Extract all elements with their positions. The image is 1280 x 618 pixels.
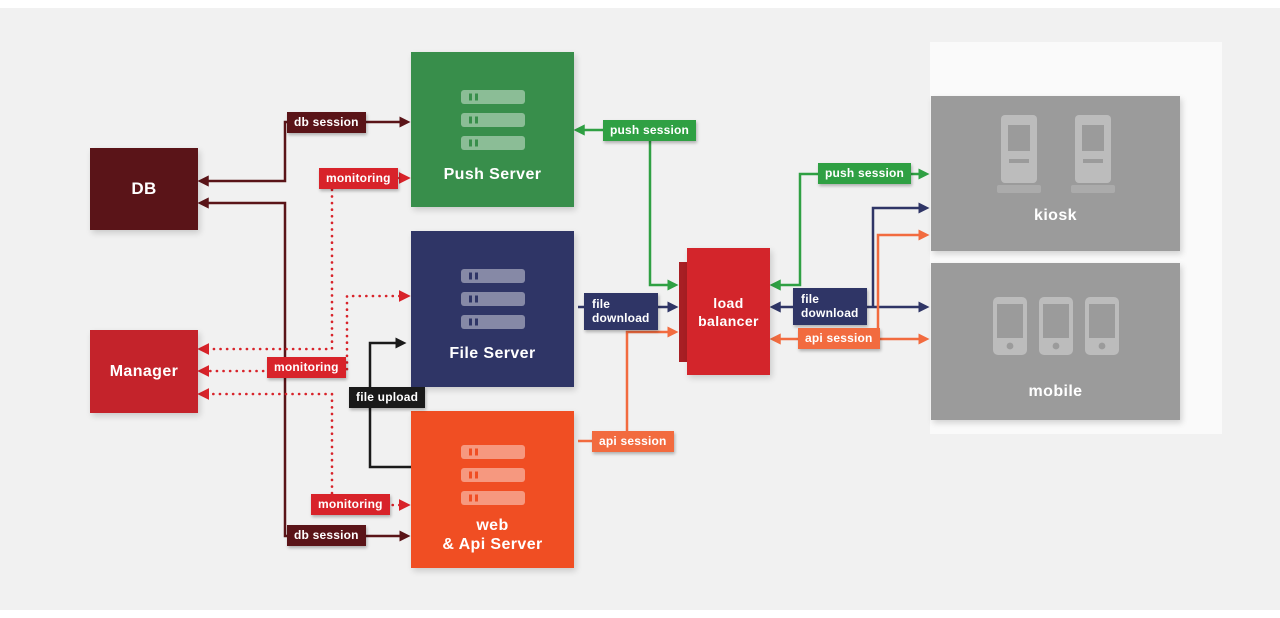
edge-label-file-download-right: file download [793, 288, 867, 325]
kiosk-machine-icon [996, 115, 1041, 193]
edge-api-session-left-line [578, 326, 679, 443]
edge-label-api-session-left: api session [592, 431, 674, 452]
edge-push-session-right-line [769, 168, 930, 291]
edge-label-api-session-right: api session [798, 328, 880, 349]
node-web-api-server: web & Api Server [411, 411, 574, 568]
edge-label-monitoring-file: monitoring [267, 357, 346, 378]
node-label: kiosk [1034, 207, 1077, 224]
node-label-line1: load [713, 294, 744, 311]
node-push-server: Push Server [411, 52, 574, 207]
server-rack-icon [460, 90, 525, 150]
edge-label-push-session-right: push session [818, 163, 912, 184]
kiosk-icons [995, 115, 1117, 193]
node-label: Push Server [443, 166, 542, 183]
node-label: Manager [109, 362, 179, 380]
node-label: File Server [449, 345, 536, 362]
server-rack-icon [460, 269, 525, 329]
edge-label-line2: download [592, 311, 650, 325]
node-label: load balancer [698, 294, 759, 330]
edge-label-file-download-left: file download [584, 293, 658, 330]
edge-label-file-upload: file upload [349, 387, 426, 408]
edge-label-monitoring-web: monitoring [311, 494, 390, 515]
node-label: DB [131, 179, 157, 198]
edge-monitoring-webapi-line [197, 388, 411, 511]
edge-api-session-kiosk-line [876, 229, 930, 339]
load-balancer-accent [679, 262, 687, 362]
node-mobile: mobile [931, 263, 1180, 420]
mobile-icons [992, 297, 1119, 355]
mobile-phone-icon [1084, 297, 1119, 355]
node-label-line1: web [476, 517, 509, 534]
node-label-line2: balancer [698, 312, 759, 329]
node-label: web & Api Server [442, 516, 542, 554]
node-db: DB [90, 148, 198, 230]
edge-push-session-left-line [573, 124, 679, 291]
edge-label-monitoring-push: monitoring [319, 168, 398, 189]
edge-file-download-kiosk-line [871, 202, 930, 307]
node-load-balancer: load balancer [687, 248, 770, 375]
node-label-line2: & Api Server [442, 536, 543, 553]
edge-label-line1: file [801, 292, 820, 306]
node-label: mobile [1028, 383, 1083, 400]
edge-label-line1: file [592, 297, 611, 311]
mobile-phone-icon [992, 297, 1027, 355]
edge-label-push-session-left: push session [603, 120, 697, 141]
node-kiosk: kiosk [931, 96, 1180, 251]
edge-label-line2: download [801, 306, 859, 320]
mobile-phone-icon [1038, 297, 1073, 355]
edge-label-db-session-bottom: db session [287, 525, 366, 546]
edge-label-db-session-top: db session [287, 112, 366, 133]
node-file-server: File Server [411, 231, 574, 387]
kiosk-machine-icon [1070, 115, 1115, 193]
server-rack-icon [460, 445, 525, 505]
node-manager: Manager [90, 330, 198, 413]
